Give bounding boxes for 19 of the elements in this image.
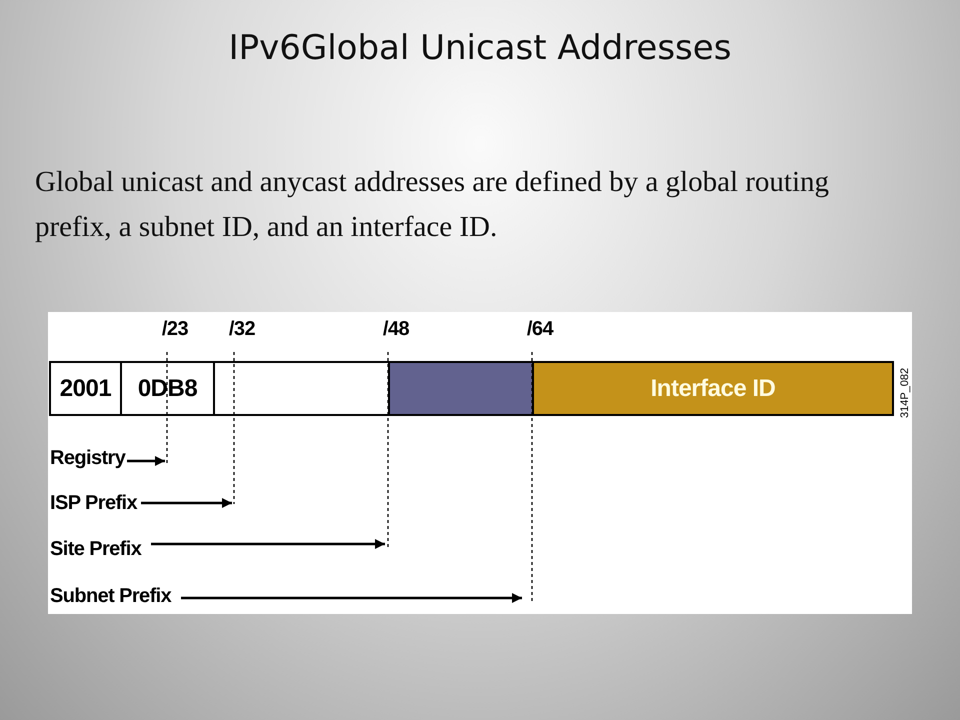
prefix-length-label: /64	[526, 317, 554, 341]
prefix-length-label: /32	[228, 317, 256, 341]
prefix-label: ISP Prefix	[50, 490, 138, 516]
address-field: 0DB8	[120, 361, 215, 416]
arrow	[127, 456, 165, 466]
address-field	[213, 361, 390, 416]
prefix-length-label: /48	[382, 317, 410, 341]
body-paragraph: Global unicast and anycast addresses are defined by a global routing prefix, a subnet ID, and an interface ID.	[35, 165, 830, 245]
arrow	[141, 498, 232, 508]
prefix-length-label: /23	[162, 317, 188, 341]
prefix-label: Registry	[50, 445, 126, 471]
slide-title: IPv6Global Unicast Addresses	[228, 28, 732, 68]
subnet-field	[388, 361, 534, 416]
address-field: 2001	[49, 361, 122, 416]
arrow	[151, 539, 385, 549]
prefix-label: Site Prefix	[50, 536, 142, 562]
arrow	[181, 593, 522, 603]
interface-id-field: Interface ID	[532, 361, 894, 416]
prefix-label: Subnet Prefix	[50, 583, 172, 609]
